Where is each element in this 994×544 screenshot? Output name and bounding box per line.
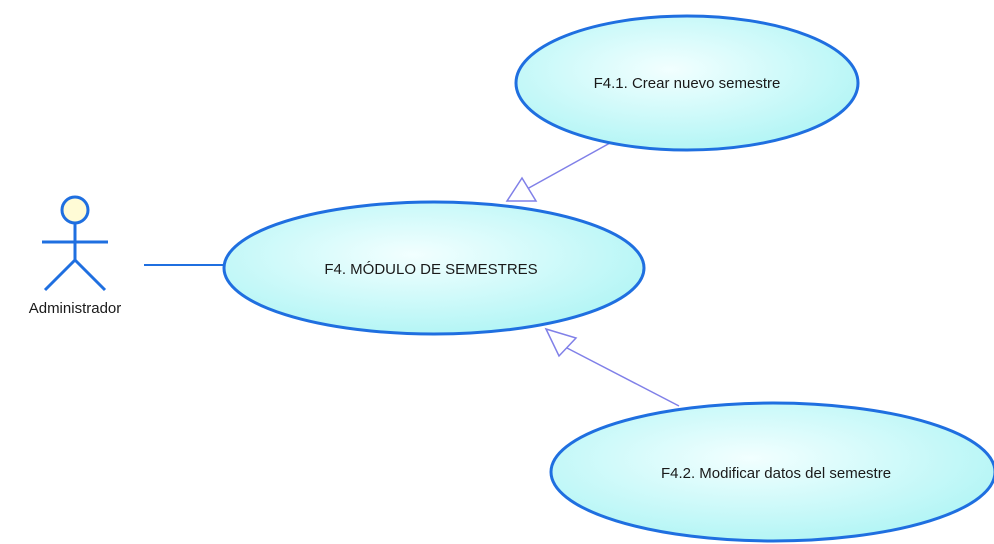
use-case-ellipse: [222, 200, 646, 336]
use-case-create[interactable]: F4.1. Crear nuevo semestre: [514, 14, 860, 152]
actor-head-icon: [60, 195, 90, 225]
use-case-ellipse: [514, 14, 860, 152]
generalization-modify: [544, 327, 680, 407]
generalization-arrowhead: [505, 176, 538, 202]
generalization-create: [505, 142, 611, 202]
use-case-modify[interactable]: F4.2. Modificar datos del semestre: [549, 401, 994, 543]
actor-right-leg: [73, 258, 107, 292]
generalization-arrowhead: [544, 327, 578, 358]
use-case-main[interactable]: F4. MÓDULO DE SEMESTRES: [222, 200, 646, 336]
use-case-modify-label: F4.2. Modificar datos del semestre: [661, 465, 891, 482]
use-case-create-label: F4.1. Crear nuevo semestre: [594, 75, 781, 92]
use-case-ellipse: [549, 401, 994, 543]
use-case-main-label: F4. MÓDULO DE SEMESTRES: [324, 261, 537, 278]
actor-left-leg: [43, 258, 77, 292]
actor-label: Administrador: [29, 300, 122, 317]
actor-administrador[interactable]: Administrador: [29, 195, 122, 317]
